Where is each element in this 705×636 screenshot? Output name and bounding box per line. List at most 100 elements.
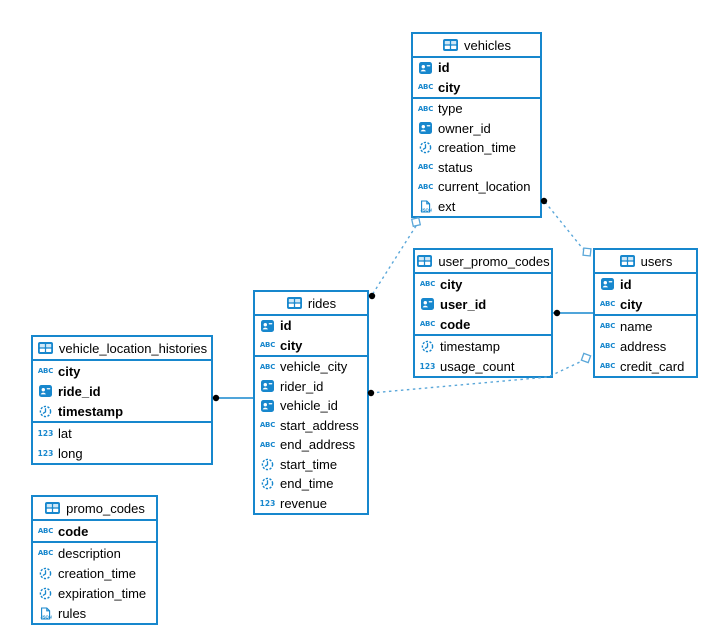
field-row-rider_id: rider_id <box>255 377 367 397</box>
field-row-city: ABC city <box>415 274 551 294</box>
time-type-icon <box>259 477 276 490</box>
field-name: long <box>58 445 83 461</box>
json-type-icon: JSON <box>37 606 54 620</box>
text-type-icon: ABC <box>259 362 276 371</box>
id-type-icon <box>417 122 434 135</box>
table-icon <box>416 255 433 267</box>
table-name: vehicles <box>464 37 511 53</box>
id-type-icon <box>599 278 616 290</box>
relationship-endpoint-diamond <box>410 216 422 228</box>
table-header: users <box>595 250 696 274</box>
id-type-icon <box>259 399 276 412</box>
field-name: code <box>440 316 471 332</box>
field-name: creation_time <box>58 565 137 581</box>
field-row-code: ABC code <box>415 314 551 334</box>
table-header: vehicle_location_histories <box>33 337 211 361</box>
id-type-icon <box>259 319 276 332</box>
relationship-endpoint-dot <box>368 292 376 300</box>
field-row-vehicle_id: vehicle_id <box>255 396 367 416</box>
time-type-icon <box>417 141 434 154</box>
field-row-id: id <box>595 274 696 294</box>
json-type-icon: JSON <box>417 200 434 213</box>
field-row-description: ABC description <box>33 543 156 563</box>
field-row-rules: JSON rules <box>33 603 156 623</box>
table-header: vehicles <box>413 34 540 58</box>
relationship-vehicles--rides[interactable] <box>371 225 417 296</box>
field-row-id: id <box>413 58 540 78</box>
field-name: rules <box>58 605 87 621</box>
text-type-icon: ABC <box>37 549 54 557</box>
text-type-icon: ABC <box>419 280 436 288</box>
field-row-start_time: start_time <box>255 455 367 475</box>
field-row-owner_id: owner_id <box>413 119 540 139</box>
field-row-status: ABC status <box>413 158 540 178</box>
text-type-icon: ABC <box>37 527 54 535</box>
field-row-revenue: 123 revenue <box>255 494 367 514</box>
field-name: city <box>440 276 463 292</box>
field-name: revenue <box>280 495 327 511</box>
field-name: current_location <box>438 179 531 195</box>
field-group-divider <box>33 421 211 423</box>
text-type-icon: ABC <box>417 163 434 172</box>
field-name: expiration_time <box>58 585 147 601</box>
field-name: owner_id <box>438 120 491 136</box>
field-name: name <box>620 318 653 334</box>
text-type-icon: ABC <box>417 83 434 92</box>
field-row-timestamp: timestamp <box>33 401 211 421</box>
text-type-icon: ABC <box>599 342 616 350</box>
number-type-icon: 123 <box>37 428 54 438</box>
field-name: vehicle_id <box>280 398 338 414</box>
field-name: user_id <box>440 296 487 312</box>
number-type-icon: 123 <box>419 361 436 371</box>
table-name: user_promo_codes <box>438 253 550 269</box>
field-group-divider <box>595 314 696 316</box>
time-type-icon <box>419 340 436 353</box>
time-type-icon <box>37 405 54 418</box>
relationship-endpoint-dot <box>553 309 561 317</box>
text-type-icon: ABC <box>259 341 276 350</box>
table-header: rides <box>255 292 367 316</box>
relationship-vehicles--users[interactable] <box>544 201 584 250</box>
text-type-icon: ABC <box>37 367 54 375</box>
field-row-id: id <box>255 316 367 336</box>
text-type-icon: ABC <box>417 104 434 113</box>
field-row-user_id: user_id <box>415 294 551 314</box>
field-name: description <box>58 545 121 561</box>
field-name: ride_id <box>58 383 101 399</box>
field-row-expiration_time: expiration_time <box>33 583 156 603</box>
field-name: type <box>438 101 463 117</box>
relationship-endpoint-dot <box>212 394 220 402</box>
field-row-timestamp: timestamp <box>415 336 551 356</box>
table-name: vehicle_location_histories <box>58 340 208 356</box>
table-header: user_promo_codes <box>415 250 551 274</box>
id-type-icon <box>259 380 276 393</box>
number-type-icon: 123 <box>259 498 276 508</box>
time-type-icon <box>259 458 276 471</box>
field-row-creation_time: creation_time <box>33 563 156 583</box>
id-type-icon <box>37 385 54 397</box>
field-name: status <box>438 159 473 175</box>
table-icon <box>286 297 303 309</box>
field-name: creation_time <box>438 140 517 156</box>
text-type-icon: ABC <box>419 320 436 328</box>
field-group-divider <box>33 541 156 543</box>
